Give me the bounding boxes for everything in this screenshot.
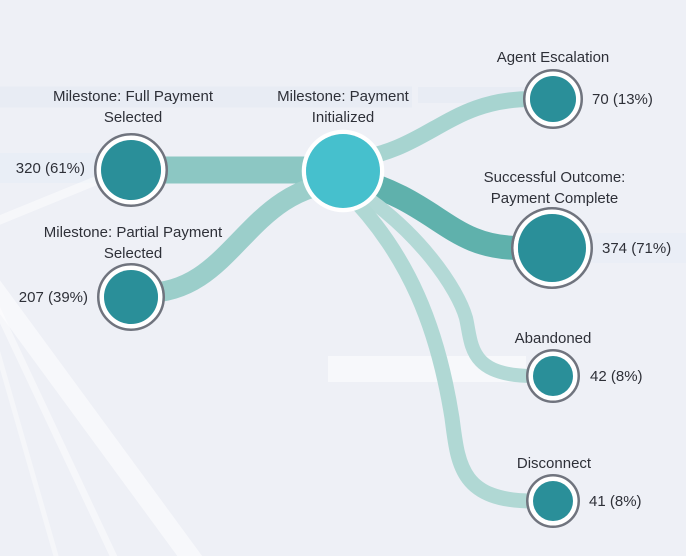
node-outer-ring [526, 349, 580, 403]
node-circle [306, 134, 380, 208]
node-outer-ring [523, 69, 583, 129]
node-label-disconnect: Disconnect [516, 455, 592, 472]
node-agent-escalation[interactable] [523, 69, 583, 129]
link-center-to-abandoned[interactable] [344, 179, 534, 383]
node-successful-outcome[interactable] [511, 207, 593, 289]
node-circle [533, 356, 573, 396]
node-disconnect[interactable] [526, 474, 580, 528]
ghost-band [0, 170, 112, 225]
node-inner-ring [528, 476, 578, 526]
node-circle [533, 481, 573, 521]
node-partial-payment-selected[interactable] [97, 263, 165, 331]
node-value-abandoned: 42 (8%) [590, 368, 643, 385]
ghost-band [0, 350, 59, 556]
node-inner-ring [513, 209, 591, 287]
node-value-agent-escalation: 70 (13%) [592, 91, 653, 108]
node-full-payment-selected[interactable] [94, 133, 168, 207]
node-value-partial-payment-selected: 207 (39%) [18, 289, 88, 306]
node-inner-ring [301, 129, 385, 213]
node-circle [101, 140, 161, 200]
node-inner-ring [99, 265, 163, 329]
node-label-successful-outcome: Successful Outcome: Payment Complete [483, 169, 626, 207]
node-circle [530, 76, 576, 122]
node-inner-ring [96, 135, 166, 205]
node-inner-ring [528, 351, 578, 401]
node-circle [518, 214, 586, 282]
node-label-payment-initialized: Milestone: Payment Initialized [277, 88, 409, 126]
node-label-partial-payment-selected: Milestone: Partial Payment Selected [43, 224, 223, 262]
background-ghost-flows [0, 86, 686, 556]
node-outer-ring [97, 263, 165, 331]
node-value-successful-outcome: 374 (71%) [602, 240, 672, 257]
node-inner-ring [525, 71, 581, 127]
node-label-abandoned: Abandoned [514, 330, 592, 347]
node-abandoned[interactable] [526, 349, 580, 403]
ghost-band [0, 306, 118, 556]
node-circle [104, 270, 158, 324]
node-outer-ring [526, 474, 580, 528]
node-payment-initialized[interactable] [301, 129, 385, 213]
node-outer-ring [94, 133, 168, 207]
node-value-disconnect: 41 (8%) [589, 493, 642, 510]
node-label-agent-escalation: Agent Escalation [496, 49, 610, 66]
node-value-full-payment-selected: 320 (61%) [15, 160, 85, 177]
node-label-full-payment-selected: Milestone: Full Payment Selected [52, 88, 214, 126]
ghost-band [0, 280, 203, 556]
node-outer-ring [511, 207, 593, 289]
link-center-to-disconnect[interactable] [339, 184, 534, 509]
